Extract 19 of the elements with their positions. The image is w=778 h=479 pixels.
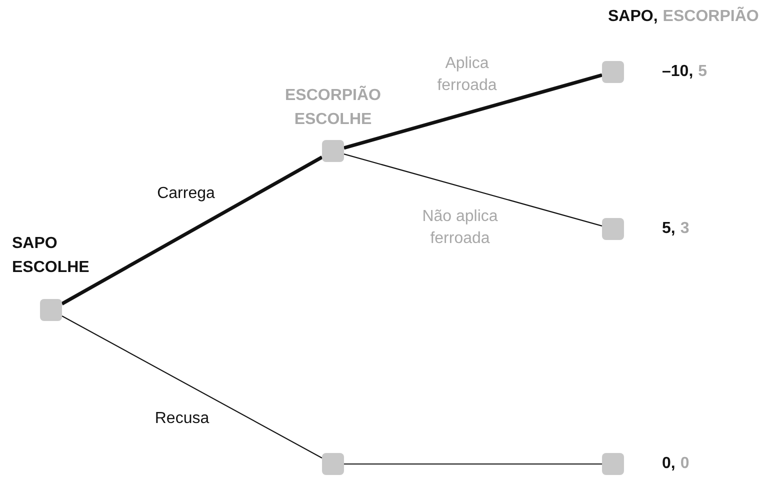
edge-label: Não aplica ferroada (421, 207, 499, 249)
tree-branch (61, 156, 323, 306)
tree-branch (62, 316, 322, 458)
payoff-value: 3 (680, 220, 690, 238)
column-header: ESCORPIÃO (662, 8, 759, 26)
payoff-value: 5, (662, 220, 676, 238)
payoff-value: 0 (680, 455, 690, 473)
edge-label: Recusa (154, 409, 210, 429)
tree-branch (344, 154, 602, 226)
payoff-value: –10, (662, 63, 694, 81)
player-label: ESCORPIÃO ESCOLHE (284, 84, 382, 130)
edge-label: Carrega (156, 184, 216, 204)
edge-label: Aplica ferroada (436, 54, 498, 96)
player-label: SAPO ESCOLHE (12, 234, 90, 278)
column-header: SAPO, (608, 8, 658, 26)
tree-branch (344, 463, 602, 465)
payoff-value: 5 (698, 63, 708, 81)
payoff-value: 0, (662, 455, 676, 473)
tree-branch (344, 73, 602, 150)
